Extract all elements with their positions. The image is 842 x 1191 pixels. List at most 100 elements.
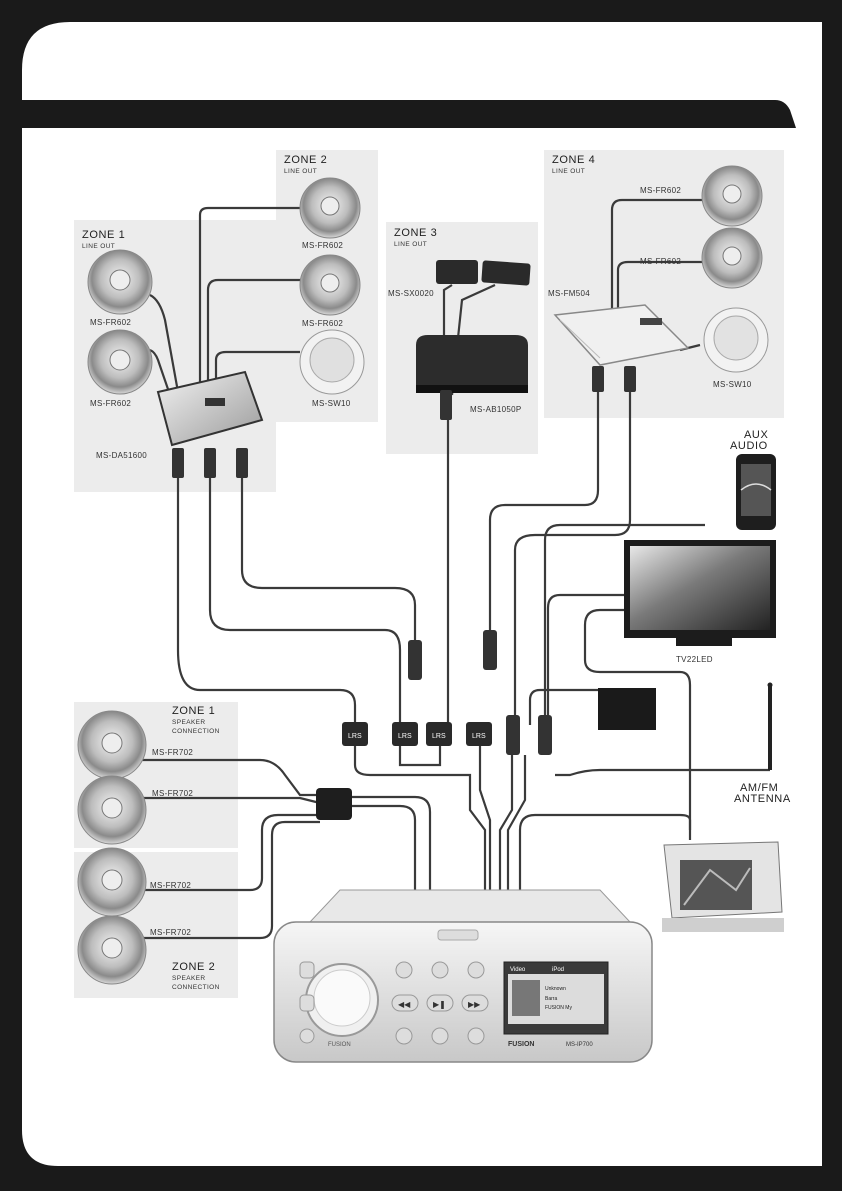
antenna-label-line2: ANTENNA	[734, 793, 791, 805]
source-button[interactable]	[299, 994, 315, 1012]
rca-plug	[440, 390, 452, 420]
zone2-speaker-line1: SPEAKER	[172, 975, 206, 982]
video-button[interactable]	[467, 1027, 485, 1045]
z1-speaker-a-label: MS-FR602	[90, 318, 131, 327]
z2-subwoofer-label: MS-SW10	[312, 399, 351, 408]
album-art	[512, 980, 540, 1016]
zone1-line-subtitle: LINE OUT	[82, 243, 115, 250]
z4-subwoofer-label: MS-SW10	[713, 380, 752, 389]
lrs-connector	[466, 722, 492, 746]
zone4-line-title: ZONE 4	[552, 154, 595, 166]
zone4-line-subtitle: LINE OUT	[552, 168, 585, 175]
z2-speaker-b-label: MS-FR602	[302, 319, 343, 328]
head-unit: FUSION ◀◀ ▶❚ ▶▶ Video iPod Unknown Barra…	[273, 889, 653, 1063]
accessories: AM/FM ANTENNA	[598, 682, 791, 805]
header-bar	[22, 100, 796, 128]
zone2-line-out: ZONE 2 LINE OUT MS-FR602 MS-FR602 MS-SW1…	[284, 154, 365, 408]
zone2-speaker-line2: CONNECTION	[172, 984, 220, 991]
rca-plug	[506, 715, 520, 755]
zone2-speaker-connection: MS-FR702 MS-FR702 ZONE 2 SPEAKER CONNECT…	[77, 847, 220, 991]
screen-line3: Unknown	[545, 986, 566, 992]
zone4-line-out: ZONE 4 LINE OUT MS-FR602 MS-FR602 MS-FM5…	[548, 154, 769, 392]
rca-plug	[483, 630, 497, 670]
zone2-speaker-title: ZONE 2	[172, 961, 215, 973]
tv-screen	[630, 546, 770, 630]
next-track-button[interactable]	[461, 994, 489, 1012]
zone3-line-out: ZONE 3 LINE OUT MS-SX0020 MS-AB1050P	[388, 227, 531, 420]
zone3-line-title: ZONE 3	[394, 227, 437, 239]
lrs-label: LRS	[472, 733, 486, 740]
mute-button[interactable]	[299, 1028, 315, 1044]
rca-plug	[204, 448, 216, 478]
lrs-label: LRS	[432, 733, 446, 740]
screen-line5: FUSION My	[545, 1005, 572, 1011]
tv: TV22LED	[624, 540, 776, 664]
aux-audio: AUX AUDIO	[730, 429, 776, 530]
spk-z1-b-label: MS-FR702	[152, 789, 193, 798]
z4-speaker-a-label: MS-FR602	[640, 186, 681, 195]
remote-dock	[662, 841, 784, 932]
head-unit-model: MS-IP700	[566, 1042, 593, 1048]
head-unit-chassis	[308, 889, 632, 923]
lrs-connector	[342, 722, 368, 746]
cables	[115, 198, 770, 940]
prev-track-button[interactable]	[391, 994, 419, 1012]
screen-line4: Barra	[545, 996, 557, 1002]
rca-plug	[236, 448, 248, 478]
play-pause-button[interactable]	[426, 994, 454, 1012]
z2-speaker-a-label: MS-FR602	[302, 241, 343, 250]
sensor	[481, 260, 531, 286]
aux-label-line1: AUX	[744, 429, 768, 441]
phone-button[interactable]	[431, 1027, 449, 1045]
spk-z2-b-label: MS-FR702	[150, 928, 191, 937]
z1-amplifier-label: MS-DA51600	[96, 451, 147, 460]
z4-speaker-b-label: MS-FR602	[640, 257, 681, 266]
screen-line1: Video	[510, 967, 526, 973]
tools-button[interactable]	[395, 1027, 413, 1045]
zone2-line-subtitle: LINE OUT	[284, 168, 317, 175]
zone3-amplifier	[416, 335, 528, 385]
zone1-amplifier	[156, 370, 264, 447]
lrs-connector	[392, 722, 418, 746]
z3-sensor-label: MS-SX0020	[388, 289, 434, 298]
back-button[interactable]	[431, 961, 449, 979]
zone1-speaker-line2: CONNECTION	[172, 728, 220, 735]
head-unit-brand: FUSION	[508, 1041, 534, 1048]
antenna-label-line1: AM/FM	[740, 782, 778, 794]
speaker-junction	[316, 788, 352, 820]
menu-button[interactable]	[395, 961, 413, 979]
lrs-connector	[426, 722, 452, 746]
next-icon: ▶▶	[468, 1000, 481, 1009]
rca-plug	[172, 448, 184, 478]
eject-button[interactable]	[467, 961, 485, 979]
zone1-speaker-line1: SPEAKER	[172, 719, 206, 726]
z3-amplifier-label: MS-AB1050P	[470, 405, 521, 414]
sensor	[436, 260, 478, 284]
tv-label: TV22LED	[676, 655, 713, 664]
spk-z1-a-label: MS-FR702	[152, 748, 193, 757]
zone2-line-title: ZONE 2	[284, 154, 327, 166]
zone1-speaker-title: ZONE 1	[172, 705, 215, 717]
aux-label-line2: AUDIO	[730, 440, 768, 452]
play-icon: ▶❚	[433, 1000, 446, 1009]
rca-plug	[408, 640, 422, 680]
lrs-label: LRS	[398, 733, 412, 740]
z4-amplifier-label: MS-FM504	[548, 289, 590, 298]
rca-plug	[538, 715, 552, 755]
interface-box	[598, 688, 656, 730]
knob-label: FUSION	[328, 1042, 351, 1048]
rca-plug	[624, 366, 636, 392]
screen-line2: iPod	[552, 967, 564, 973]
lrs-label: LRS	[348, 733, 362, 740]
zone3-line-subtitle: LINE OUT	[394, 241, 427, 248]
zone1-speaker-connection: ZONE 1 SPEAKER CONNECTION MS-FR702 MS-FR…	[77, 705, 220, 845]
spk-z2-a-label: MS-FR702	[150, 881, 191, 890]
power-button[interactable]	[299, 961, 315, 979]
z1-speaker-b-label: MS-FR602	[90, 399, 131, 408]
prev-icon: ◀◀	[398, 1000, 411, 1009]
zone1-line-out: ZONE 1 LINE OUT MS-FR602 MS-FR602 MS-DA5…	[82, 229, 264, 478]
lrs-connectors: LRS LRS LRS LRS	[316, 630, 552, 820]
zone1-line-title: ZONE 1	[82, 229, 125, 241]
